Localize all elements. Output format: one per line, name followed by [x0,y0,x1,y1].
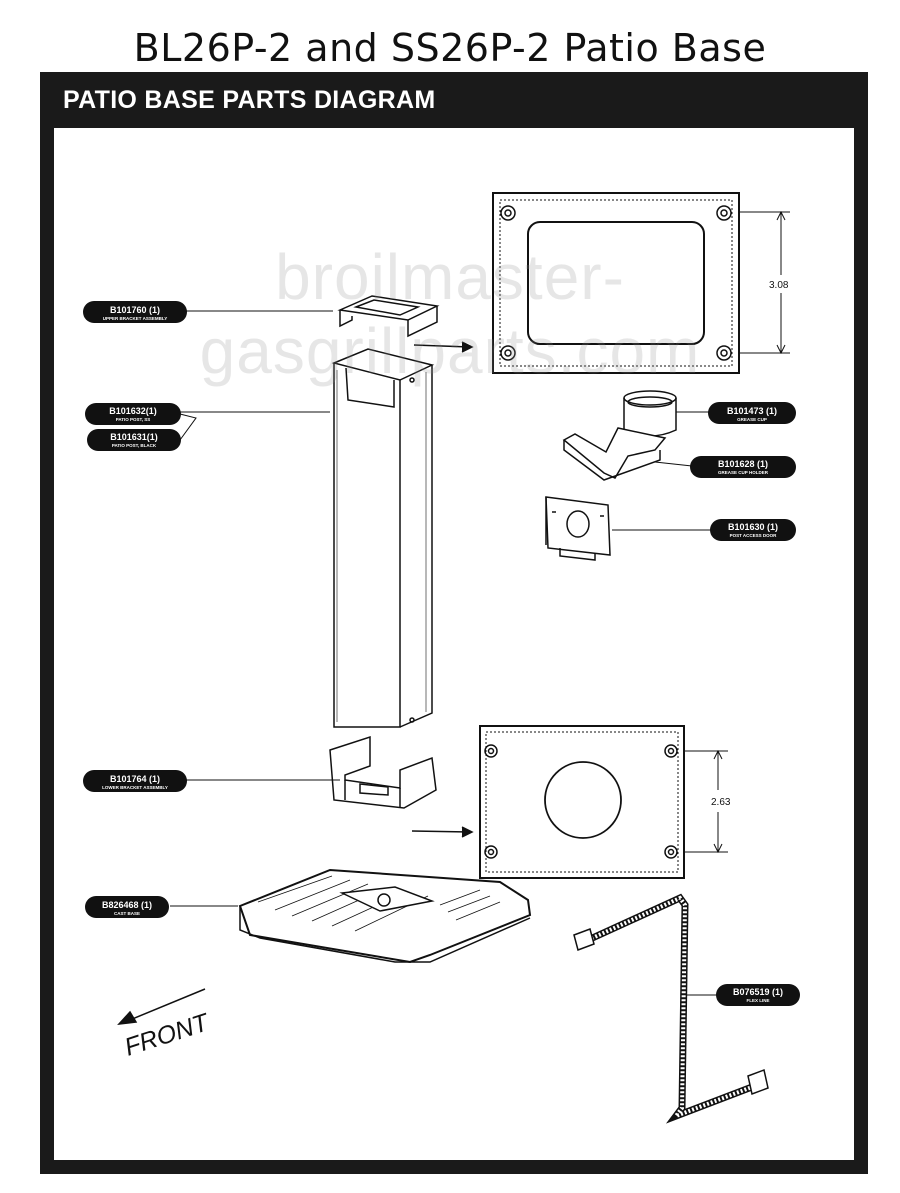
part-label-grease-cup: B101473 (1) GREASE CUP [708,402,796,424]
lower-plate [479,725,685,879]
part-number: B101760 (1) [110,305,160,315]
arrow-upper-head [461,341,474,353]
part-label-lower-bracket: B101764 (1) LOWER BRACKET ASSEMBLY [83,770,187,792]
cast-base [238,868,532,964]
part-description: GREASE CUP [737,417,767,422]
patio-post [331,348,435,728]
part-label-patio-post-black: B101631(1) PATIO POST, BLACK [87,429,181,451]
part-label-patio-post-ss: B101632(1) PATIO POST, SS [85,403,181,425]
part-description: PATIO POST, SS [116,417,151,422]
upper-plate [492,192,740,374]
post-access-door [545,496,611,561]
upper-bracket [337,295,440,338]
part-number: B101631(1) [110,432,158,442]
part-label-upper-bracket: B101760 (1) UPPER BRACKET ASSEMBLY [83,301,187,323]
part-description: UPPER BRACKET ASSEMBLY [103,316,167,321]
part-label-post-access-door: B101630 (1) POST ACCESS DOOR [710,519,796,541]
lower-bracket [329,735,437,809]
upper-dimension-value: 3.08 [769,280,789,291]
grease-cup [623,390,677,437]
part-description: GREASE CUP HOLDER [718,470,769,475]
part-number: B101628 (1) [718,459,768,469]
part-number: B826468 (1) [102,900,152,910]
part-number: B101473 (1) [727,406,777,416]
flex-line [573,893,769,1124]
part-description: LOWER BRACKET ASSEMBLY [102,785,168,790]
diagram-header: PATIO BASE PARTS DIAGRAM [63,86,436,114]
front-arrow [117,988,206,1025]
part-label-grease-cup-holder: B101628 (1) GREASE CUP HOLDER [690,456,796,478]
part-description: POST ACCESS DOOR [730,533,778,538]
part-label-cast-base: B826468 (1) CAST BASE [85,896,169,918]
front-label: FRONT [121,1008,213,1062]
part-number: B076519 (1) [733,987,783,997]
arrow-lower-head [461,826,474,838]
part-label-flex-line: B076519 (1) FLEX LINE [716,984,800,1006]
grease-cup-holder [562,427,667,481]
part-number: B101630 (1) [728,522,778,532]
lower-dimension-value: 2.63 [711,797,731,808]
part-number: B101764 (1) [110,774,160,784]
part-description: PATIO POST, BLACK [112,443,157,448]
leader-lines [170,310,718,996]
arrow-upper [413,344,471,348]
arrow-lower [411,830,471,833]
lower-dimension [685,749,728,854]
upper-dimension [740,210,790,355]
part-description: CAST BASE [114,911,140,916]
part-description: FLEX LINE [746,998,769,1003]
page-title: BL26P-2 and SS26P-2 Patio Base [133,26,767,70]
part-number: B101632(1) [109,406,157,416]
